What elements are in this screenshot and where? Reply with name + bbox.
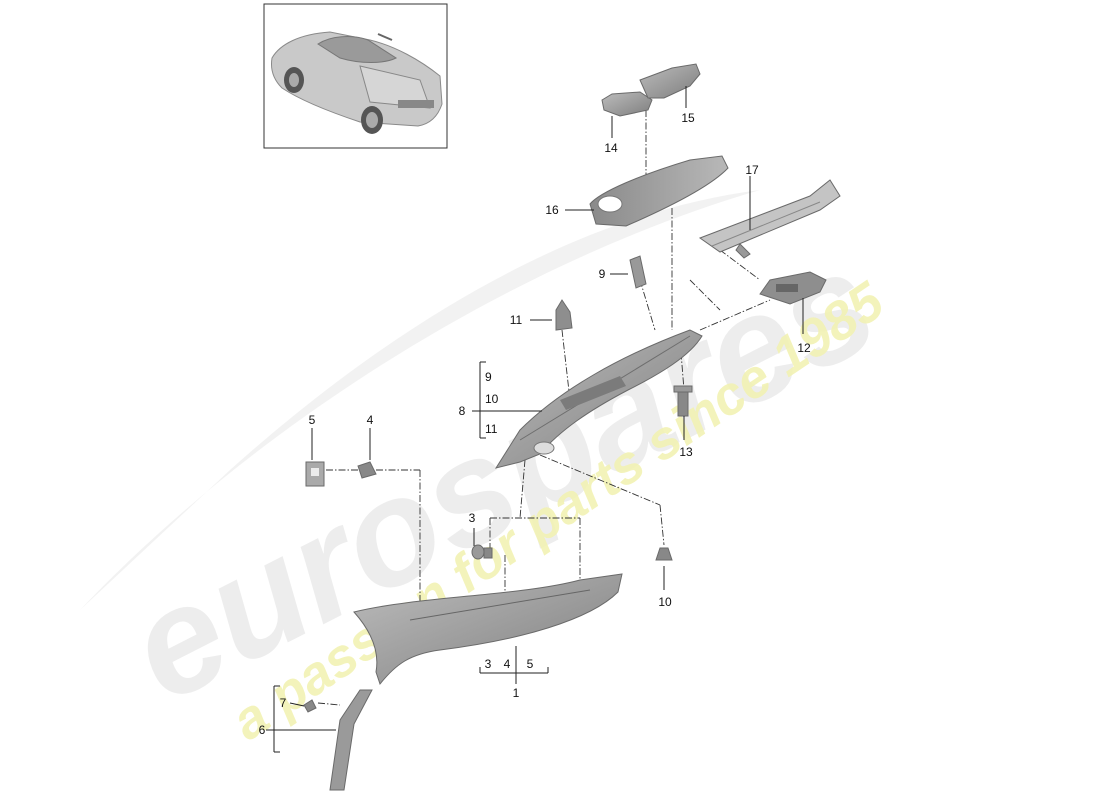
callout-4[interactable]: 4 <box>367 413 374 427</box>
callout-labels: 14 15 16 17 9 11 12 13 8 9 10 11 5 4 3 1… <box>259 111 811 737</box>
callout-15[interactable]: 15 <box>681 111 695 125</box>
part-5-pad[interactable] <box>305 461 325 487</box>
part-4-clip[interactable] <box>357 461 377 479</box>
bracket-8-item-10: 10 <box>485 392 499 406</box>
part-11-nut[interactable] <box>555 299 573 331</box>
part-17-rail[interactable] <box>698 179 841 259</box>
callout-17[interactable]: 17 <box>745 163 759 177</box>
callout-5[interactable]: 5 <box>309 413 316 427</box>
part-16-trim-cover[interactable] <box>589 155 729 227</box>
part-12-latch[interactable] <box>759 271 827 305</box>
callout-16[interactable]: 16 <box>545 203 559 217</box>
callout-13[interactable]: 13 <box>679 445 693 459</box>
part-3-plug[interactable] <box>471 544 493 560</box>
part-8-pillar-trim[interactable] <box>494 329 703 469</box>
car-illustration-icon <box>271 31 443 134</box>
callout-3[interactable]: 3 <box>469 511 476 525</box>
part-6-a-pillar-strip[interactable] <box>329 689 373 791</box>
callout-14[interactable]: 14 <box>604 141 618 155</box>
callout-8[interactable]: 8 <box>459 404 466 418</box>
bracket-1-item-4: 4 <box>504 657 511 671</box>
part-14-bracket[interactable] <box>601 91 653 117</box>
callout-11[interactable]: 11 <box>510 313 523 327</box>
callout-9[interactable]: 9 <box>599 267 606 281</box>
part-9-clip[interactable] <box>629 255 647 289</box>
bracket-8-item-11: 11 <box>485 422 498 436</box>
callout-6[interactable]: 6 <box>259 723 266 737</box>
part-7-clip[interactable] <box>303 699 317 713</box>
part-13-screw[interactable] <box>673 385 693 417</box>
bracket-1-item-5: 5 <box>527 657 534 671</box>
leader-lines <box>266 86 804 753</box>
bracket-1-item-3: 3 <box>485 657 492 671</box>
callout-1[interactable]: 1 <box>513 686 520 700</box>
callout-12[interactable]: 12 <box>797 341 811 355</box>
car-thumbnail <box>263 3 448 149</box>
callout-7[interactable]: 7 <box>280 696 287 710</box>
part-1-lower-trim[interactable] <box>353 573 623 686</box>
part-10-grommet[interactable] <box>655 547 673 561</box>
part-15-cover[interactable] <box>639 63 701 99</box>
callout-10[interactable]: 10 <box>658 595 672 609</box>
bracket-8-item-9: 9 <box>485 370 492 384</box>
